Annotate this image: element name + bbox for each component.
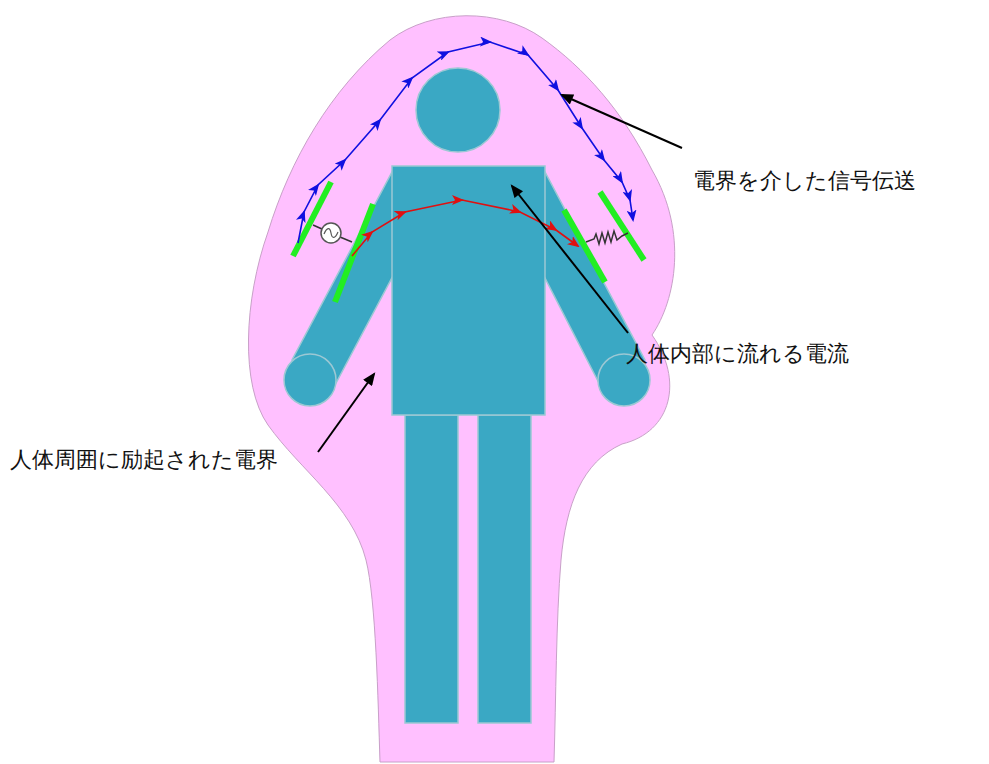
callout-label: 人体周囲に励起された電界 xyxy=(10,447,278,473)
electrodes xyxy=(293,182,644,302)
callout-label: 人体内部に流れる電流 xyxy=(626,341,849,367)
leader-arrow xyxy=(562,95,682,148)
electric-field-aura xyxy=(248,16,674,762)
ac-source-symbol xyxy=(313,223,352,243)
leader-arrow xyxy=(318,374,374,452)
leader-arrow xyxy=(512,186,628,333)
right-leg xyxy=(478,415,531,723)
left-hand xyxy=(284,354,336,406)
resistor-symbol xyxy=(586,231,628,244)
left-leg xyxy=(405,415,458,723)
torso xyxy=(392,166,545,415)
head xyxy=(416,68,500,152)
electrode xyxy=(600,192,644,260)
electrode xyxy=(293,182,331,256)
callout-label: 電界を介した信号伝送 xyxy=(693,168,916,194)
field-signal-path xyxy=(298,42,633,243)
